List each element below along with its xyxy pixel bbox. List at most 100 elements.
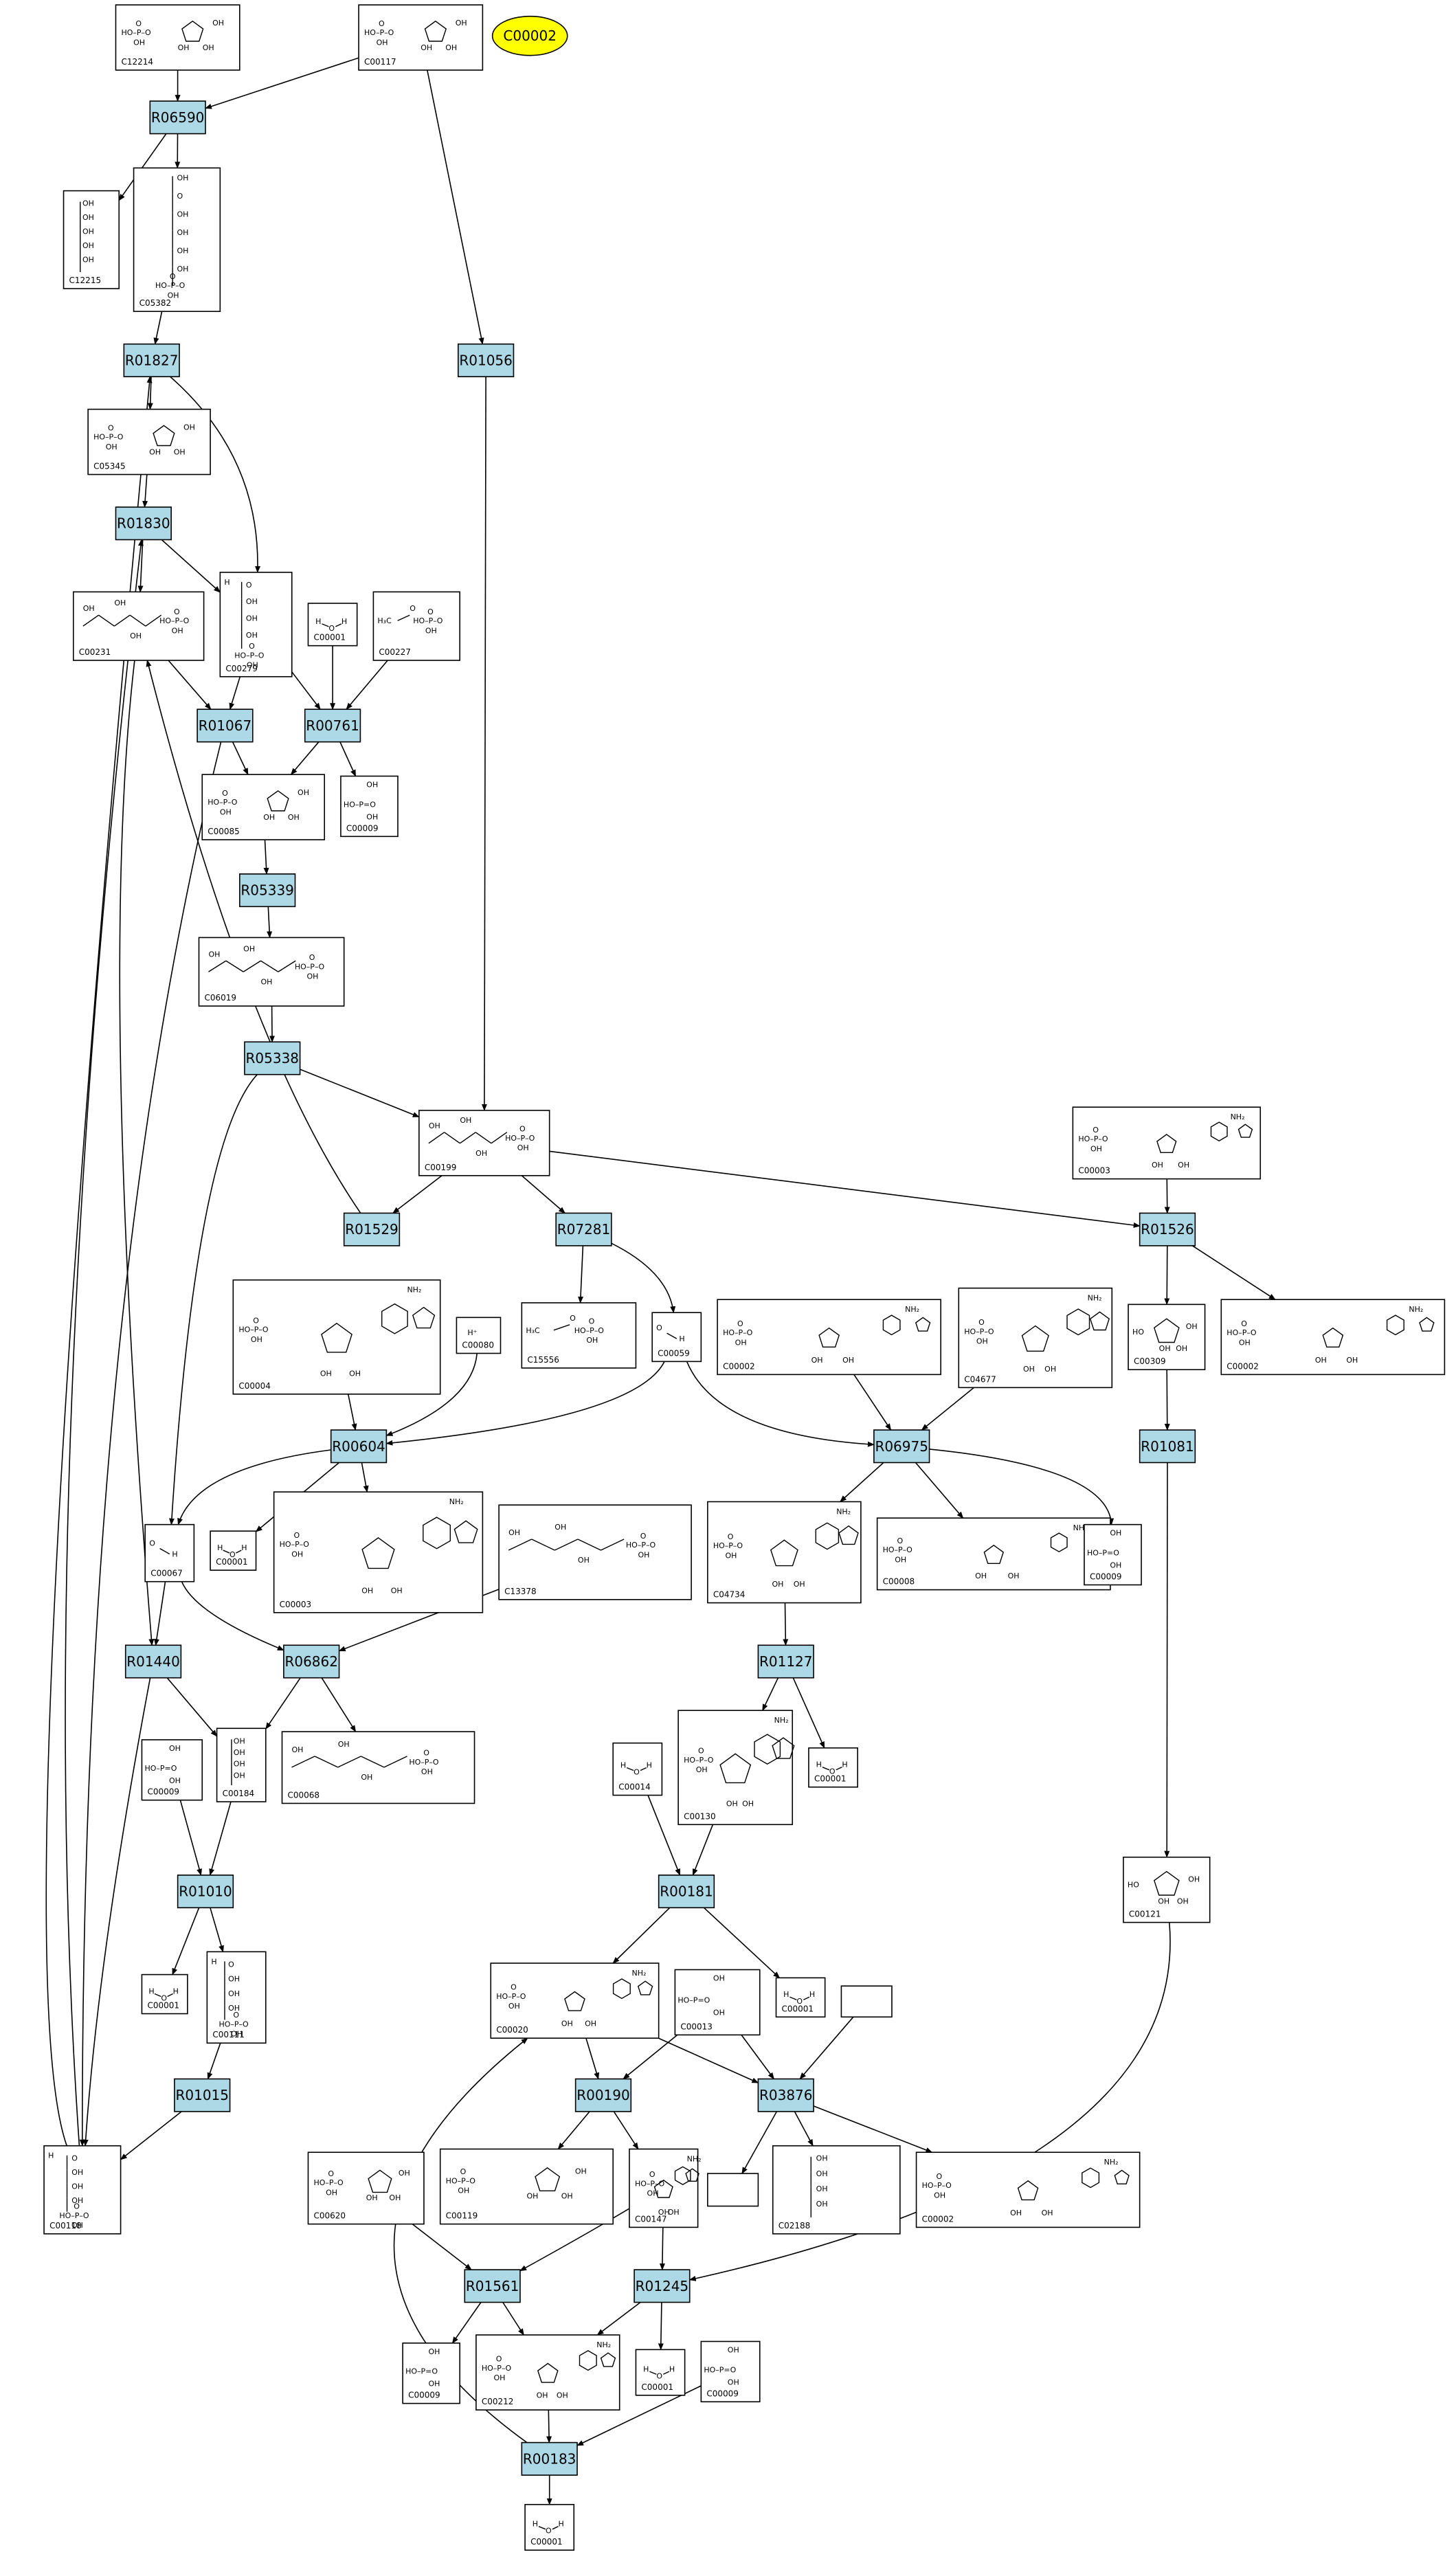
reaction-r00183[interactable]: R00183	[522, 2443, 577, 2475]
reaction-r01127[interactable]: R01127	[758, 1645, 814, 1677]
reaction-label: R01245	[636, 2278, 689, 2294]
structure-atom: OH	[1152, 1161, 1163, 1170]
reaction-r06590[interactable]: R06590	[150, 101, 205, 133]
structure-atom: OH	[742, 1800, 754, 1809]
reaction-r01056[interactable]: R01056	[458, 344, 514, 377]
edge-R01056-to-C00199	[484, 377, 486, 1110]
compound-label: C00001	[782, 2004, 814, 2013]
phosphate-oxo: O	[511, 1983, 517, 1992]
reaction-r00604[interactable]: R00604	[331, 1430, 387, 1462]
phosphate-group: HO–P–O	[280, 1540, 310, 1549]
reaction-r01067[interactable]: R01067	[197, 709, 253, 741]
reaction-r01245[interactable]: R01245	[634, 2270, 690, 2302]
reaction-r01440[interactable]: R01440	[126, 1645, 181, 1677]
reaction-r05339[interactable]: R05339	[240, 874, 295, 906]
reaction-r01830[interactable]: R01830	[115, 507, 171, 539]
phosphate-oxo: O	[698, 1747, 704, 1756]
reaction-r01561[interactable]: R01561	[464, 2270, 520, 2302]
reaction-r00181[interactable]: R00181	[659, 1875, 715, 1908]
phosphate-group: HO–P–O	[364, 28, 394, 37]
structure-atom: OH	[526, 2191, 538, 2200]
reaction-r05338[interactable]: R05338	[245, 1042, 300, 1074]
structure-atom: OH	[169, 1776, 181, 1785]
reaction-r01529[interactable]: R01529	[344, 1213, 400, 1245]
edge-C00013-to-R00190	[623, 2035, 677, 2079]
reaction-r03876[interactable]: R03876	[758, 2079, 814, 2111]
reaction-r01827[interactable]: R01827	[124, 344, 179, 377]
reaction-r00190[interactable]: R00190	[576, 2079, 631, 2111]
reaction-label: R01830	[117, 515, 170, 532]
start-node-c00002[interactable]: C00002	[493, 16, 568, 56]
compound-label: C04677	[964, 1374, 996, 1384]
reaction-r01081[interactable]: R01081	[1140, 1430, 1196, 1462]
compound-label: C02188	[779, 2221, 811, 2230]
compound-label: C00014	[618, 1782, 651, 1792]
reaction-r01526[interactable]: R01526	[1140, 1213, 1196, 1245]
reaction-r06975[interactable]: R06975	[874, 1430, 930, 1462]
compound-c00blank1[interactable]	[841, 1986, 892, 2017]
structure-atom: OH	[726, 1800, 738, 1809]
phosphate-group: HO–P–O	[409, 1758, 439, 1767]
reaction-r01015[interactable]: R01015	[175, 2079, 230, 2111]
reaction-r01010[interactable]: R01010	[178, 1875, 234, 1908]
compound-c00blank2[interactable]	[708, 2173, 759, 2206]
reaction-r06862[interactable]: R06862	[284, 1645, 339, 1677]
compound-c00080[interactable]: H⁺C00080	[456, 1317, 500, 1353]
reaction-r07281[interactable]: R07281	[556, 1213, 612, 1245]
phosphate-group: HO–P–O	[505, 1134, 535, 1143]
reaction-r00761[interactable]: R00761	[305, 709, 361, 741]
compound-label: C00020	[496, 2025, 528, 2035]
